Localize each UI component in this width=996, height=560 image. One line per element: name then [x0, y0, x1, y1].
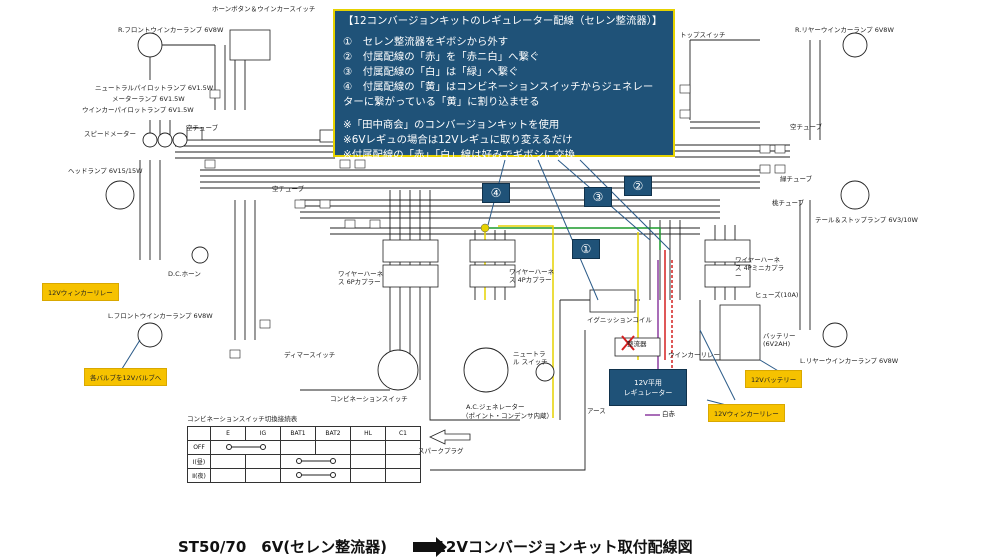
- label-stop-switch: トップスイッチ: [680, 31, 726, 39]
- step-1: ① セレン整流器をギボシから外す: [343, 36, 509, 48]
- label-speedometer: スピードメーター: [84, 130, 136, 138]
- table-cell: [350, 454, 386, 469]
- caption-right: 12Vコンバージョンキット取付配線図: [435, 538, 693, 556]
- table-cell: [210, 468, 246, 483]
- table-cell: [350, 440, 386, 455]
- label-wire-harness-4p-mini: ワイヤーハーネス 4Pミニカプラー: [735, 256, 785, 280]
- regulator-line-1: 12V平用: [634, 379, 662, 387]
- badge-step-2: ②: [624, 176, 652, 196]
- table-cell: [210, 454, 246, 469]
- note-2: ※6Vレギュの場合は12Vレギュに取り変えるだけ: [343, 134, 573, 146]
- table-header: C1: [385, 426, 421, 441]
- label-wire-harness-4p: ワイヤーハーネス 4Pカプラー: [509, 268, 555, 284]
- note-1: ※「田中商会」のコンバージョンキットを使用: [343, 119, 560, 131]
- regulator-line-2: レギュレーター: [623, 389, 673, 397]
- label-headlamp: ヘッドランプ 6V15/15W: [68, 167, 143, 175]
- label-tail-stop: テール＆ストップランプ 6V3/10W: [815, 216, 918, 224]
- table-row: Ⅱ(夜): [187, 468, 421, 483]
- label-neutral-pilot: ニュートラルパイロットランプ 6V1.5W: [95, 84, 214, 92]
- note-winker-relay-left: 12Vウィンカーリレー: [42, 283, 119, 301]
- label-midori-tube: 緑チューブ: [780, 175, 813, 183]
- label-earth: アース: [587, 407, 606, 415]
- coupler-4p: [469, 239, 516, 263]
- table-cell: [350, 468, 386, 483]
- label-battery: バッテリー (6V2AH): [763, 332, 796, 348]
- table-cell: [280, 440, 316, 455]
- label-dc-horn: D.C.ホーン: [168, 270, 201, 278]
- note-3: ※付属配線の「赤」「白」線は好みでギボシに交換: [343, 149, 576, 161]
- note-bulbs: 各バルブを12Vバルブへ: [84, 368, 168, 386]
- table-header-row: E IG BAT1 BAT2 HL C1: [187, 426, 421, 441]
- label-horn-button: ホーンボタン＆ウインカースイッチ: [212, 5, 316, 13]
- label-ignition-coil: イグニッションコイル: [587, 316, 652, 324]
- label-dimmer-switch: ディマースイッチ: [284, 351, 336, 359]
- label-fuse: ヒューズ(10A): [755, 291, 799, 299]
- label-selen: 整流器: [627, 340, 647, 348]
- table-header: [187, 426, 211, 441]
- table-cell: [280, 468, 351, 483]
- table-header: BAT1: [280, 426, 316, 441]
- table-row: OFF: [187, 440, 421, 455]
- caption-arrow-icon: [396, 542, 426, 554]
- step-4: ④ 付属配線の「黄」はコンビネーションスイッチからジェネレー: [343, 81, 654, 93]
- badge-step-1: ①: [572, 239, 600, 259]
- note-battery: 12Vバッテリー: [745, 370, 803, 388]
- label-front-right-winker: R.フロントウインカーランプ 6V8W: [118, 26, 224, 34]
- badge-step-3: ③: [584, 187, 612, 207]
- note-winker-relay-right: 12Vウィンカーリレー: [708, 404, 785, 422]
- table-cell: [385, 454, 421, 469]
- table-header: IG: [245, 426, 281, 441]
- combination-switch-table: E IG BAT1 BAT2 HL C1 OFF Ⅰ(昼) Ⅱ(夜): [187, 426, 421, 483]
- label-combination-switch: コンビネーションスイッチ: [330, 395, 408, 403]
- label-meter-lamp: メーターランプ 6V1.5W: [112, 95, 185, 103]
- label-white-red: 白赤: [662, 410, 675, 418]
- table-header: BAT2: [315, 426, 351, 441]
- table-header: E: [210, 426, 246, 441]
- step-2: ② 付属配線の「赤」を「赤ニ白」へ繋ぐ: [343, 51, 540, 63]
- label-ac-generator-sub: （ポイント・コンデンサ内蔵）: [462, 412, 553, 420]
- diagram-caption: ST50/70 6V(セレン整流器) 12Vコンバージョンキット取付配線図: [178, 536, 693, 557]
- label-winker-pilot: ウインカーパイロットランプ 6V1.5W: [82, 106, 194, 114]
- caption-left: ST50/70 6V(セレン整流器): [178, 538, 388, 556]
- table-cell: [280, 454, 351, 469]
- label-front-left-winker: L.フロントウインカーランプ 6V8W: [108, 312, 213, 320]
- coupler-6p: [382, 239, 439, 263]
- table-header: HL: [350, 426, 386, 441]
- table-row-label: OFF: [187, 440, 211, 455]
- label-winker-relay: ウインカーリレー: [668, 351, 720, 359]
- label-sora-tube-left: 空チューブ: [186, 124, 219, 132]
- instruction-box: 【12コンバージョンキットのレギュレーター配線（セレン整流器）】 ① セレン整流…: [333, 9, 675, 161]
- label-sora-tube-right: 空チューブ: [790, 123, 823, 131]
- table-cell: [315, 440, 351, 455]
- regulator-12v: 12V平用 レギュレーター: [609, 369, 687, 406]
- label-sora-tube-mid: 空チューブ: [272, 185, 305, 193]
- table-row-label: Ⅱ(夜): [187, 468, 211, 483]
- step-4-cont: ターに繋がっている「黄」に割り込ませる: [343, 96, 540, 108]
- label-rear-left-winker: L.リヤーウインカーランプ 6V8W: [800, 357, 899, 365]
- table-row: Ⅰ(昼): [187, 454, 421, 469]
- badge-step-4: ④: [482, 183, 510, 203]
- table-cell: [245, 468, 281, 483]
- label-wire-harness-6p: ワイヤーハーネス 6Pカプラー: [338, 270, 384, 286]
- table-cell: [385, 440, 421, 455]
- label-rear-right-winker: R.リヤーウインカーランプ 6V8W: [795, 26, 894, 34]
- step-3: ③ 付属配線の「白」は「緑」へ繋ぐ: [343, 66, 519, 78]
- table-cell: [210, 440, 281, 455]
- instruction-title: 【12コンバージョンキットのレギュレーター配線（セレン整流器）】: [343, 15, 663, 27]
- table-title: コンビネーションスイッチ切換接続表: [187, 415, 298, 423]
- label-neutral-switch: ニュートラル スイッチ: [513, 350, 548, 366]
- label-momo-tube: 桃チューブ: [772, 199, 805, 207]
- table-cell: [245, 454, 281, 469]
- label-ac-generator: A.C.ジェネレーター: [466, 403, 525, 411]
- table-cell: [385, 468, 421, 483]
- label-spark-plug: スパークプラグ: [418, 447, 464, 455]
- table-row-label: Ⅰ(昼): [187, 454, 211, 469]
